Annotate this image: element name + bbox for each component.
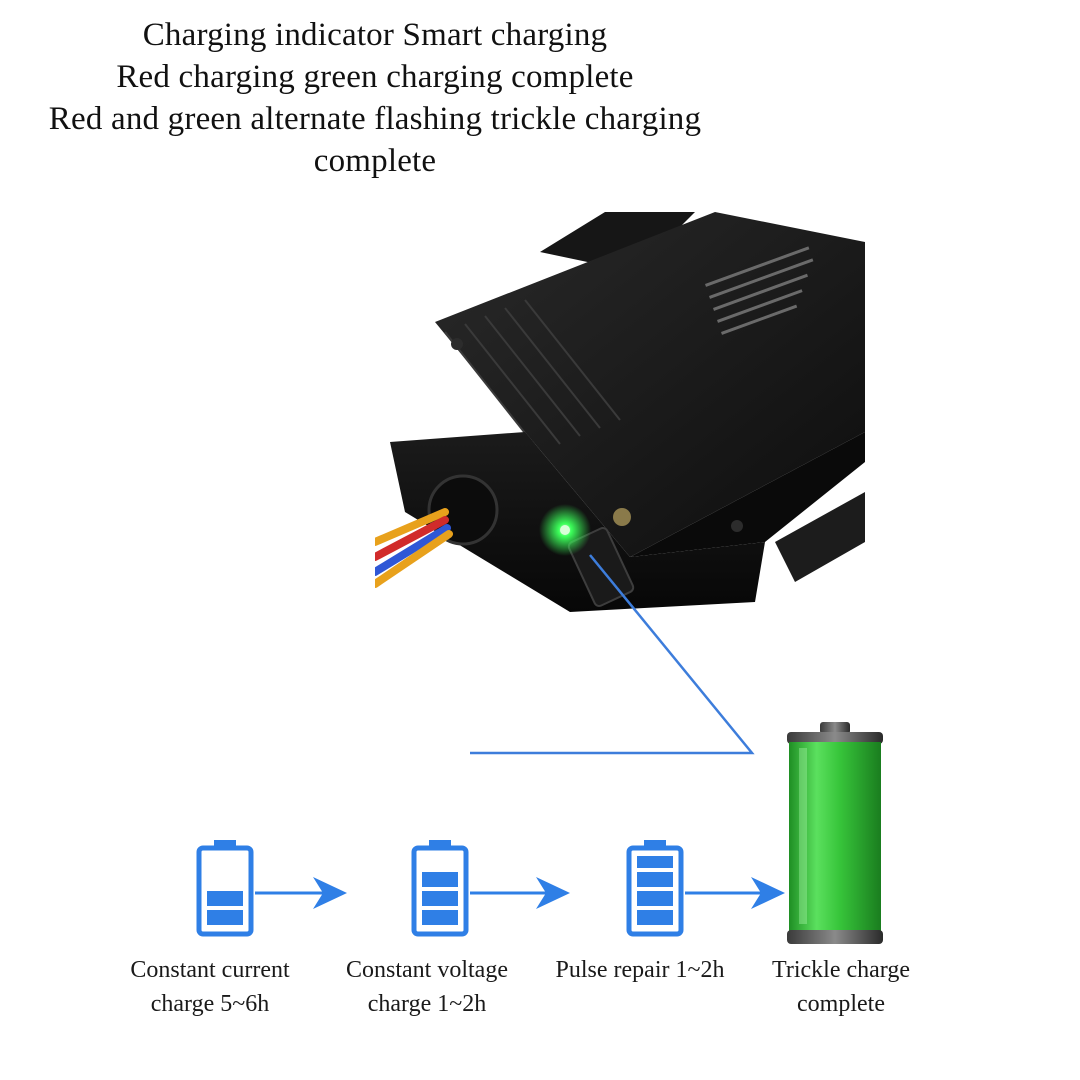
heading-text: Charging indicator Smart charging Red ch… — [40, 14, 710, 182]
screw-icon — [451, 338, 463, 350]
cooling-fins — [444, 299, 621, 453]
arrow-right-icon — [255, 877, 347, 909]
arrow-right-icon — [685, 877, 785, 909]
battery-full-icon — [787, 722, 883, 944]
charger-top-face — [435, 212, 865, 557]
step-label-pulse-repair: Pulse repair 1~2h — [555, 957, 725, 983]
heading-line-2: Red charging green charging complete — [116, 59, 634, 95]
heading-line-1: Charging indicator Smart charging — [142, 17, 608, 53]
mount-bracket-right — [775, 492, 865, 582]
charger-product-image — [375, 212, 865, 612]
battery-low-icon — [196, 840, 254, 937]
heading-line-4: complete — [313, 143, 437, 179]
battery-high-icon — [626, 840, 684, 937]
step-label-constant-current: Constant current charge 5~6h — [130, 957, 290, 1017]
battery-medium-icon — [411, 840, 469, 937]
mount-bracket-back — [540, 212, 695, 272]
step-label-constant-voltage: Constant voltage charge 1~2h — [346, 957, 508, 1017]
terminal-screw-icon — [613, 508, 631, 526]
heading-line-3: Red and green alternate flashing trickle… — [48, 101, 702, 137]
charger-side-face — [630, 432, 865, 557]
charging-process-flow: Constant current charge 5~6h Constant vo… — [125, 780, 955, 1080]
screw-icon — [731, 520, 743, 532]
spec-label-print — [705, 246, 814, 335]
arrow-right-icon — [470, 877, 570, 909]
step-label-trickle-charge: Trickle charge complete — [772, 957, 910, 1017]
output-cables — [375, 508, 453, 588]
